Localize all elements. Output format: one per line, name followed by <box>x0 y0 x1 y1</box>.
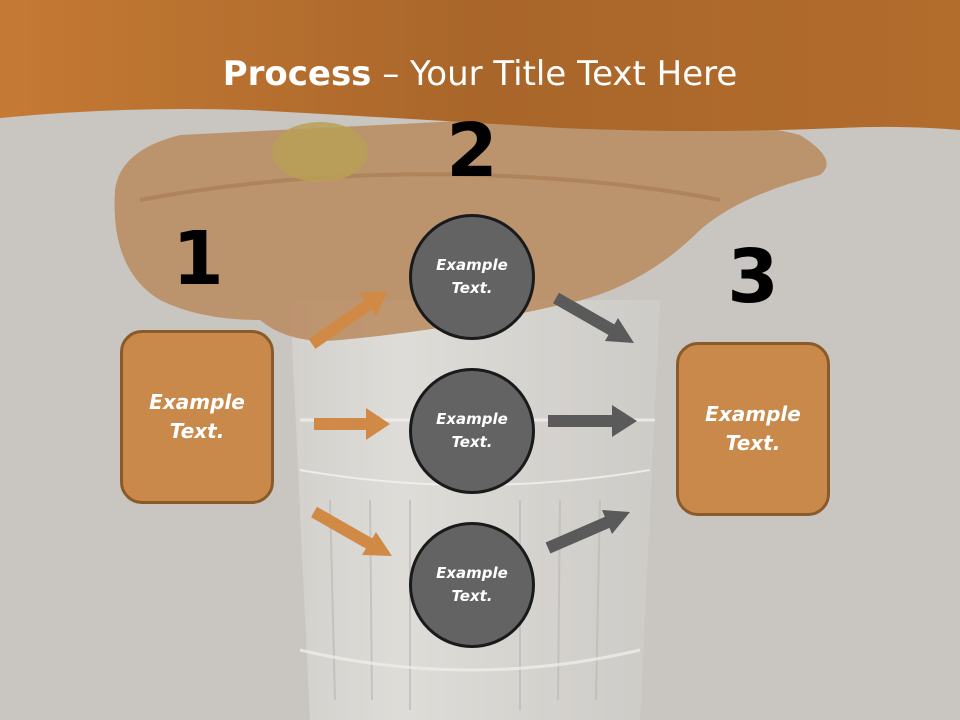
step-1-box[interactable]: Example Text. <box>120 330 274 504</box>
step-3-box[interactable]: Example Text. <box>676 342 830 516</box>
circle-bottom[interactable]: Example Text. <box>409 522 535 648</box>
arrow-to-top-circle <box>308 291 388 349</box>
circle-middle-line2: Text. <box>451 433 493 451</box>
circle-middle[interactable]: Example Text. <box>409 368 535 494</box>
arrow-to-middle-circle <box>314 408 390 440</box>
circle-top-line2: Text. <box>451 279 493 297</box>
step-3-line2: Text. <box>725 431 781 455</box>
step-number-1: 1 <box>172 216 224 302</box>
arrow-from-top-circle <box>553 292 634 343</box>
circle-middle-line1: Example <box>436 410 508 428</box>
arrow-from-middle-circle <box>548 405 637 437</box>
step-1-line1: Example <box>149 390 245 414</box>
title-rest: – Your Title Text Here <box>371 54 738 94</box>
step-number-3: 3 <box>727 234 779 320</box>
step-number-2: 2 <box>446 108 498 194</box>
step-3-line1: Example <box>705 402 801 426</box>
slide-title: Process – Your Title Text Here <box>0 52 960 96</box>
circle-top-line1: Example <box>436 256 508 274</box>
circle-bottom-line1: Example <box>436 564 508 582</box>
step-1-line2: Text. <box>169 419 225 443</box>
arrow-to-bottom-circle <box>311 506 392 556</box>
arrow-from-bottom-circle <box>545 510 630 554</box>
title-bold: Process <box>222 54 372 94</box>
circle-top[interactable]: Example Text. <box>409 214 535 340</box>
circle-bottom-line2: Text. <box>451 587 493 605</box>
